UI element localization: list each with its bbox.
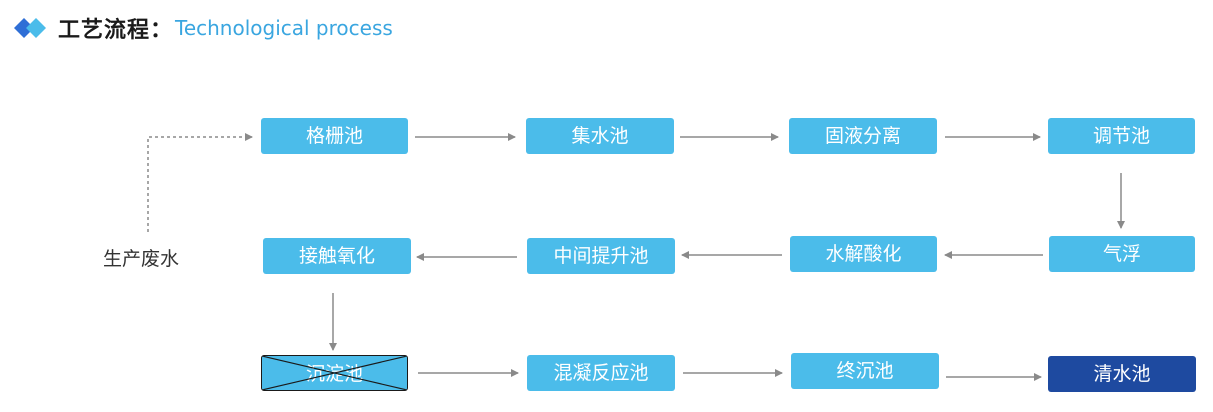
step-jishuichi: 集水池 (526, 118, 674, 154)
step-zhongchenchi: 终沉池 (791, 353, 939, 389)
double-diamond-icon (14, 18, 46, 38)
step-qingshuichi: 清水池 (1048, 356, 1196, 392)
step-guyefenli: 固液分离 (789, 118, 937, 154)
step-hunningfanyingchi: 混凝反应池 (527, 355, 675, 391)
step-qifu: 气浮 (1049, 236, 1195, 272)
source-label: 生产废水 (103, 248, 180, 270)
step-tiaojiechi: 调节池 (1048, 118, 1195, 154)
step-zhongjiantishengchi: 中间提升池 (527, 238, 675, 274)
step-geshanchi: 格栅池 (261, 118, 408, 154)
step-jiechuyanghua: 接触氧化 (263, 238, 411, 274)
step-chendianchi-label: 沉淀池 (305, 363, 363, 385)
step-chendianchi-crossed: 沉淀池 (261, 355, 408, 391)
title-english: Technological process (175, 16, 393, 40)
section-header: 工艺流程： Technological process (14, 10, 393, 46)
step-shuijiesuanhua: 水解酸化 (790, 236, 937, 272)
source-dotted-connector (147, 133, 253, 232)
title-chinese: 工艺流程： (58, 18, 174, 43)
